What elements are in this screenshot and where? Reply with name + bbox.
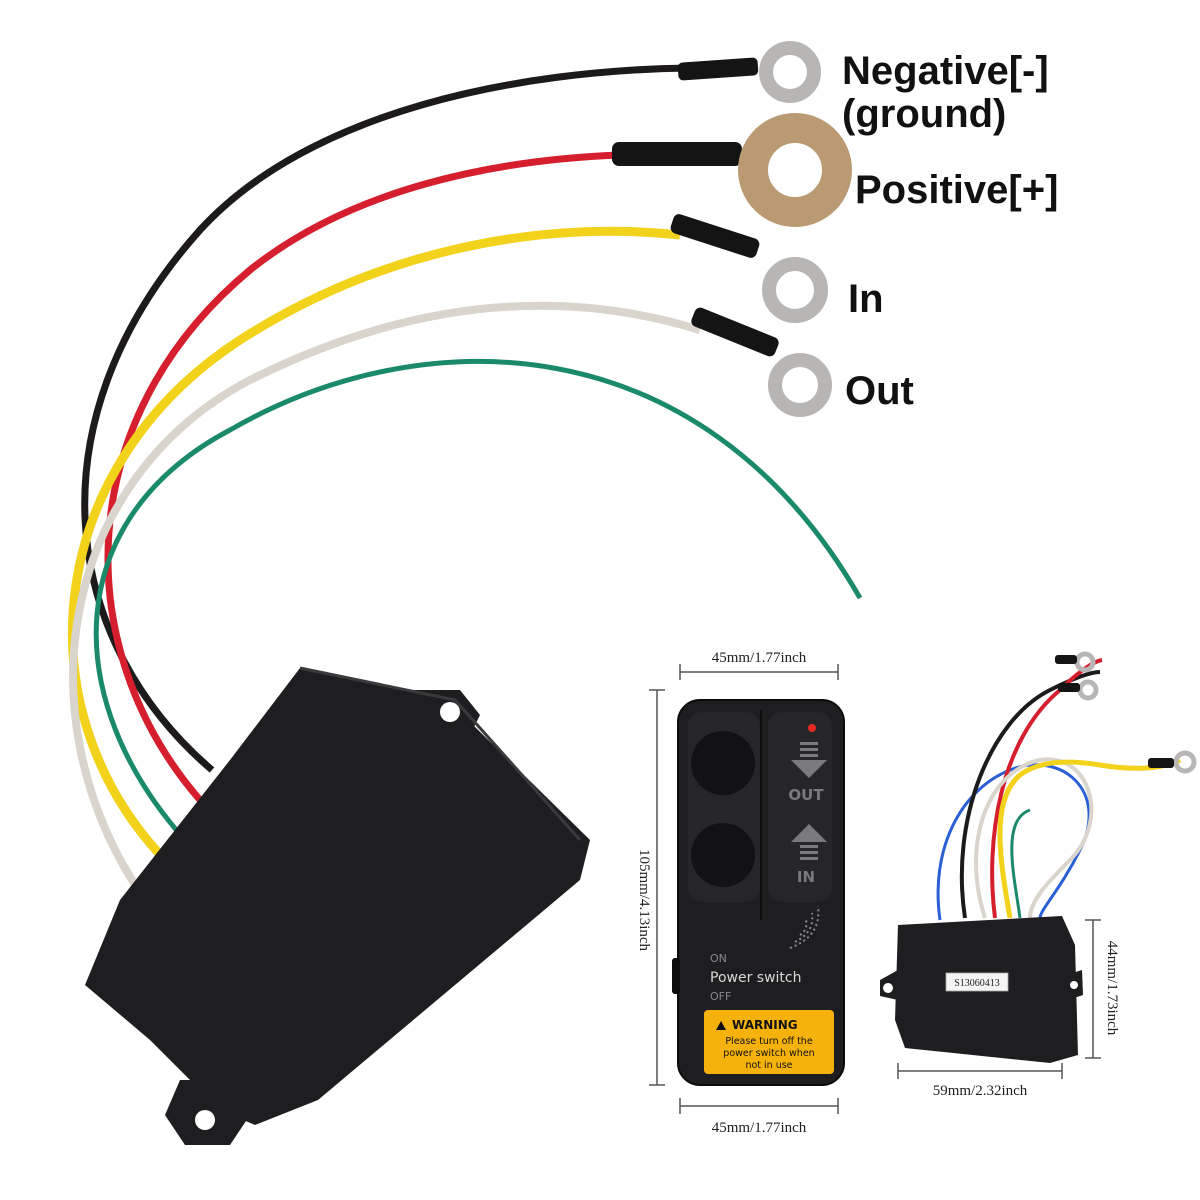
- serial-number: S13060413: [954, 978, 1000, 989]
- white-crimp: [691, 307, 779, 357]
- remote-button-in[interactable]: [691, 823, 755, 887]
- off-label: OFF: [710, 990, 731, 1003]
- on-label: ON: [710, 952, 727, 965]
- small-ring-terminal-3: [1173, 750, 1197, 774]
- main-receiver-assembly: [67, 41, 863, 1145]
- remote-button-out[interactable]: [691, 731, 755, 795]
- warning-title: WARNING: [732, 1018, 798, 1032]
- remote-control: OUT IN ON Power switch OFF WARNING Pleas…: [672, 699, 845, 1086]
- yellow-crimp: [670, 214, 760, 258]
- small-black-wire: [959, 670, 1101, 919]
- black-wire: [81, 64, 691, 773]
- receiver-dimension-lines: [897, 919, 1101, 1079]
- red-crimp: [612, 142, 742, 166]
- warning-line-3: not in use: [745, 1060, 792, 1071]
- mounting-hole-bottom: [195, 1110, 215, 1130]
- in-ring-terminal: [762, 257, 828, 323]
- serial-sticker: [945, 972, 1009, 992]
- receiver-housing: [85, 666, 590, 1145]
- signal-icon: [789, 905, 820, 949]
- receiver-width-label: 59mm/2.32inch: [933, 1083, 1028, 1099]
- ground-label: (ground): [842, 92, 1006, 136]
- warning-line-1: Please turn off the: [725, 1036, 812, 1047]
- in-button-label: IN: [797, 868, 815, 886]
- remote-width-bottom-label: 45mm/1.77inch: [712, 1120, 807, 1136]
- negative-label: Negative[-]: [842, 49, 1049, 93]
- remote-width-top-label: 45mm/1.77inch: [712, 650, 807, 666]
- arrow-up-icon: [791, 824, 827, 860]
- negative-ring-terminal: [759, 41, 821, 103]
- small-ring-terminal-2: [1077, 679, 1099, 701]
- arrow-down-icon: [791, 742, 827, 778]
- small-crimp-2: [1058, 683, 1080, 692]
- small-receiver-assembly: S13060413: [880, 651, 1197, 1063]
- black-crimp: [677, 57, 759, 81]
- remote-height-label: 105mm/4.13inch: [636, 849, 652, 952]
- remote-dimension-lines: [649, 664, 839, 1114]
- small-green-wire: [1010, 808, 1031, 919]
- warning-triangle-icon: [716, 1021, 726, 1030]
- out-ring-terminal: [768, 353, 832, 417]
- warning-panel: [704, 1010, 834, 1074]
- out-button-label: OUT: [788, 786, 824, 804]
- in-label: In: [848, 277, 884, 321]
- power-switch-label: Power switch: [710, 970, 801, 986]
- small-white-wire: [974, 757, 1094, 919]
- status-led: [808, 724, 816, 732]
- small-crimp-1: [1055, 655, 1077, 664]
- white-wire: [69, 301, 702, 903]
- small-yellow-wire: [997, 757, 1182, 919]
- small-blue-wire: [936, 763, 1091, 921]
- warning-line-2: power switch when: [723, 1048, 814, 1059]
- power-switch[interactable]: [672, 958, 680, 994]
- green-wire: [93, 358, 863, 842]
- red-wire: [104, 151, 621, 803]
- mounting-hole-top: [440, 702, 460, 722]
- positive-label: Positive[+]: [855, 168, 1058, 212]
- positive-ring-terminal: [738, 113, 852, 227]
- yellow-wire: [67, 226, 681, 874]
- out-label: Out: [845, 369, 914, 413]
- receiver-height-label: 44mm/1.73inch: [1104, 941, 1120, 1036]
- small-crimp-3: [1148, 758, 1174, 768]
- small-ring-terminal-1: [1074, 651, 1096, 673]
